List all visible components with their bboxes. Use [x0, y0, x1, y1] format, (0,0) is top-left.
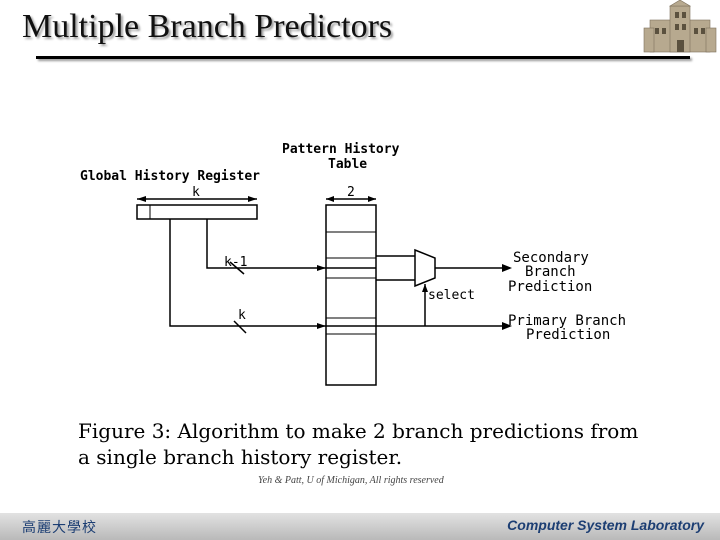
k-label-top: k	[192, 185, 200, 200]
lab-name: Computer System Laboratory	[507, 517, 704, 533]
secondary-label-line2: Branch	[525, 264, 576, 280]
multiplexer	[415, 250, 435, 286]
secondary-label-line3: Prediction	[508, 279, 592, 295]
k-minus-1-label: k-1	[224, 255, 247, 270]
pht-label-line2: Table	[328, 157, 367, 172]
university-name: 高麗大學校	[22, 517, 97, 537]
k-label-bottom: k	[238, 308, 246, 323]
global-history-register	[137, 205, 257, 219]
caption-line-2: a single branch history register.	[78, 444, 658, 470]
figure-caption: Figure 3: Algorithm to make 2 branch pre…	[78, 418, 658, 470]
footer-bar: 高麗大學校 Computer System Laboratory	[0, 513, 720, 540]
primary-label-line2: Prediction	[526, 327, 610, 343]
k-index-line	[170, 219, 326, 326]
select-label: select	[428, 288, 475, 303]
caption-line-1: Figure 3: Algorithm to make 2 branch pre…	[78, 418, 658, 444]
ghr-label: Global History Register	[80, 169, 260, 184]
copyright-credit: Yeh & Patt, U of Michigan, All rights re…	[258, 475, 444, 486]
pht-label-line1: Pattern History	[282, 142, 400, 157]
width-2-label: 2	[347, 185, 355, 200]
